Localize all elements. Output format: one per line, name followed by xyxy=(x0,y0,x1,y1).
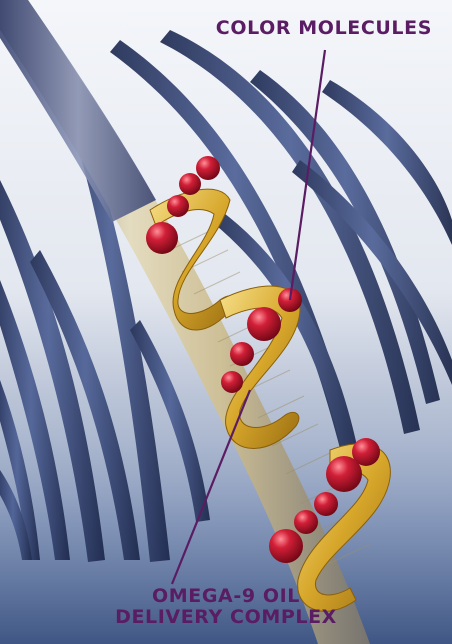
omega-complex-label-line2: DELIVERY COMPLEX xyxy=(0,607,452,628)
color-molecules-label: COLOR MOLECULES xyxy=(216,18,432,39)
color-molecule-icon xyxy=(294,510,318,534)
color-molecule-icon xyxy=(179,173,201,195)
color-molecule-icon xyxy=(221,371,243,393)
color-molecule-icon xyxy=(167,195,189,217)
color-molecule-icon xyxy=(230,342,254,366)
color-molecule-icon xyxy=(326,456,362,492)
color-molecule-icon xyxy=(196,156,220,180)
color-molecule-icon xyxy=(146,222,178,254)
color-molecule-icon xyxy=(314,492,338,516)
color-molecule-icon xyxy=(247,307,281,341)
color-molecule-icon xyxy=(269,529,303,563)
omega-complex-label: OMEGA-9 OIL DELIVERY COMPLEX xyxy=(0,586,452,628)
omega-complex-label-line1: OMEGA-9 OIL xyxy=(0,586,452,607)
